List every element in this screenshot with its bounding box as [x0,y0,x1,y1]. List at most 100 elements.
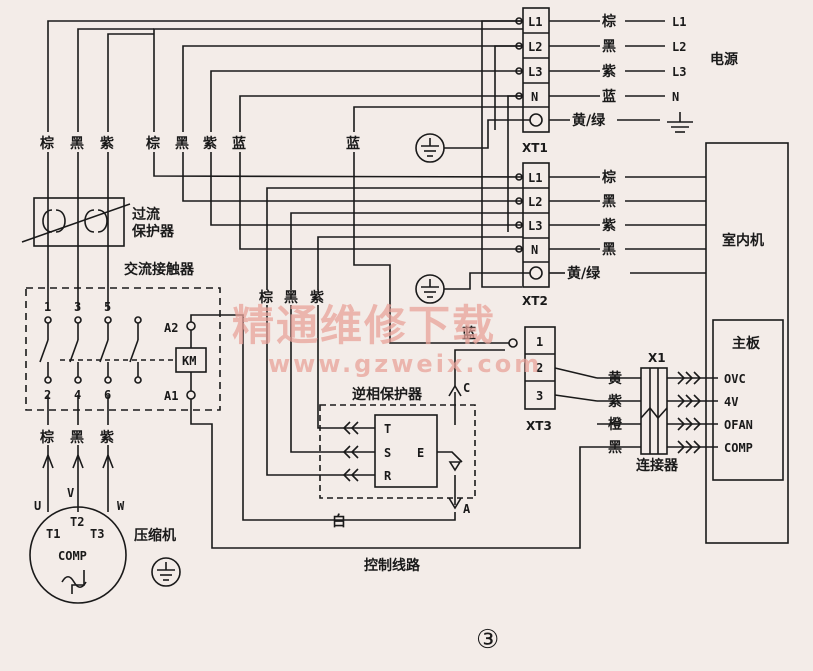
xt2-name: XT2 [522,294,548,308]
mid-color-blue: 蓝 [232,135,246,152]
motor-color-brown: 棕 [39,429,54,446]
control-line-label: 控制线路 [364,557,421,574]
indoor-unit-box [705,142,789,544]
overcurrent-label-line1: 过流 [132,206,160,223]
compressor-motor [29,454,127,604]
xt2-ground-symbol [415,272,530,304]
xt3-terminal-1: 1 [536,335,543,349]
x1-color-purple: 紫 [608,393,622,410]
mid-color-purple: 紫 [203,135,217,152]
motor-color-purple: 紫 [100,429,114,446]
board-pin-ofan: OFAN [724,418,753,432]
x1-color-black: 黑 [608,440,622,456]
xt1-color-yellow-green: 黄/绿 [572,112,606,129]
indoor-unit-label: 室内机 [722,232,764,249]
contact-bottom-2: 2 [44,388,51,402]
figure-number: ③ [476,625,499,655]
supply-l1: L1 [672,15,686,29]
supply-l3: L3 [672,65,686,79]
xt1-l1: L1 [528,15,542,29]
contact-bottom-4: 4 [74,388,81,402]
protector-r: R [384,469,392,483]
xt1-color-black: 黑 [602,39,616,55]
contactor-label: 交流接触器 [124,261,195,278]
overcurrent-protector-symbol [21,197,131,247]
x1-color-orange: 橙 [608,416,623,433]
white-wire-label: 白 [332,513,346,530]
protector-c: C [463,381,470,395]
supply-ground-symbol [667,112,693,133]
xt1-color-brown: 棕 [601,13,616,30]
xt2-color-brown: 棕 [601,169,616,186]
phase-protector [319,349,505,510]
middle-wires [153,28,524,476]
text-layer: L1 L2 L3 N XT1 棕 黑 紫 蓝 黄/绿 L1 L2 L3 N 电源… [34,13,764,655]
left-color-brown: 棕 [39,135,54,152]
overcurrent-label-line2: 保护器 [131,223,175,240]
mid-color-brown: 棕 [145,135,160,152]
xt1-name: XT1 [522,141,548,155]
mid-color-black: 黑 [175,136,189,152]
xt1-l2: L2 [528,40,542,54]
compressor-ground-symbol [151,557,181,587]
xt2-block [481,20,706,288]
xt3-blue-label: 蓝 [462,325,476,342]
motor-comp: COMP [58,549,87,563]
a1-label: A1 [164,389,178,403]
xt1-block [515,7,665,133]
supply-l2: L2 [672,40,686,54]
control-wiring [190,314,597,549]
km-coil-label: KM [182,354,196,368]
x1-connector [554,367,718,455]
left-color-purple: 紫 [100,135,114,152]
phase-protector-label: 逆相保护器 [352,386,423,403]
mid-blue-label: 蓝 [346,135,360,152]
xt2-color-black: 黑 [602,194,616,210]
contact-top-5: 5 [104,300,111,314]
left-phase-wires [47,20,523,500]
phase-u: U [34,499,41,513]
xt3-terminal-3: 3 [536,389,543,403]
phase-w: W [117,499,125,513]
xt2-l3: L3 [528,219,542,233]
watermark-url: www.gzweix.com [268,350,542,378]
board-pin-4v: 4V [724,395,738,409]
protector-wire-black: 黑 [284,290,298,306]
xt2-l2: L2 [528,195,542,209]
protector-e: E [417,446,424,460]
supply-n: N [672,90,679,104]
protector-wire-brown: 棕 [258,289,273,306]
power-label: 电源 [710,51,738,68]
contact-top-1: 1 [44,300,51,314]
xt2-color-yellow-green: 黄/绿 [567,265,601,282]
mainboard-box [712,319,784,481]
protector-wire-purple: 紫 [310,289,324,306]
left-color-black: 黑 [70,136,84,152]
x1-color-yellow: 黄 [608,370,622,387]
board-pin-ovc: OVC [724,372,746,386]
xt1-l3: L3 [528,65,542,79]
protector-s: S [384,446,391,460]
connector-label: 连接器 [636,457,679,474]
xt2-color-purple: 紫 [602,217,616,234]
xt3-name: XT3 [526,419,552,433]
xt1-color-purple: 紫 [602,63,616,80]
xt2-n: N [531,243,538,257]
motor-t1: T1 [46,527,60,541]
contact-top-3: 3 [74,300,81,314]
compressor-label: 压缩机 [134,527,176,544]
contact-bottom-6: 6 [104,388,111,402]
xt3-terminal-2: 2 [536,361,543,375]
phase-v: V [67,486,74,500]
x1-name: X1 [648,351,666,365]
board-pin-comp: COMP [724,441,753,455]
protector-a: A [463,502,471,516]
motor-color-black: 黑 [70,430,84,446]
xt2-color-black-n: 黑 [602,242,616,258]
watermark-cn: 精通维修下载 [232,301,496,350]
xt1-n: N [531,90,538,104]
motor-t3: T3 [90,527,104,541]
xt1-color-blue: 蓝 [602,88,616,105]
contactor-box [25,287,221,411]
